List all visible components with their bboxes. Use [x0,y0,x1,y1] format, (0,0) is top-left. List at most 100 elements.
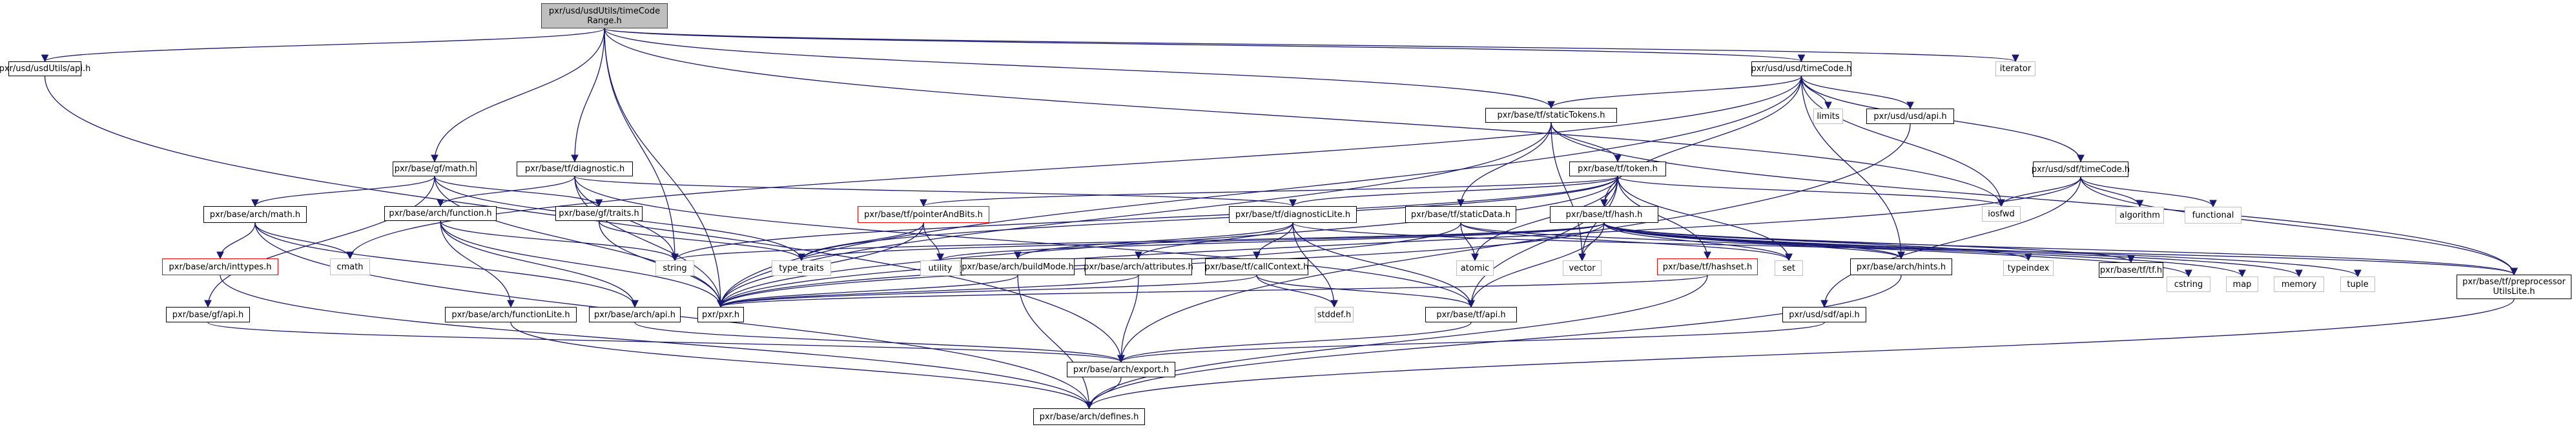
system-header-node: set [1775,260,1803,276]
header-node[interactable]: pxr/base/tf/diagnosticLite.h [1229,206,1357,223]
header-node[interactable]: pxr/base/tf/hashset.h [1657,258,1758,275]
header-node[interactable]: pxr/base/gf/traits.h [555,206,643,221]
edge-n28-to-n46 [1256,275,1475,308]
edge-n8-to-n46 [574,176,1475,308]
header-node[interactable]: pxr/base/arch/inttypes.h [162,258,278,275]
edge-n0-to-n1 [41,28,605,63]
system-header-node: atomic [1456,260,1494,276]
system-header-node: utility [920,260,960,276]
header-node[interactable]: pxr/base/tf/staticTokens.h [1485,108,1617,123]
system-header-node: memory [2274,277,2324,292]
system-header-node: limits [1813,109,1843,124]
header-node[interactable]: pxr/base/tf/pointerAndBits.h [858,206,989,223]
header-node[interactable]: pxr/base/arch/function.h [384,206,497,221]
edge-n8-to-n44 [574,176,725,308]
header-node[interactable]: pxr/base/arch/hints.h [1850,258,1952,275]
edge-n46-to-n48 [1117,322,1472,363]
edge-n0-to-n7 [431,28,605,163]
header-node[interactable]: pxr/base/tf/tf.h [2099,262,2163,278]
header-node[interactable]: pxr/base/arch/export.h [1067,362,1175,377]
system-header-node: vector [1563,260,1602,276]
header-node[interactable]: pxr/base/tf/preprocessor UtilsLite.h [2457,275,2571,299]
edge-n14-to-n24 [798,222,924,262]
system-header-node: iosfwd [1982,206,2021,222]
system-header-node: iterator [1995,61,2035,76]
edge-n7-to-n11 [251,176,435,207]
system-header-node: string [655,260,694,276]
system-header-node: map [2226,277,2258,292]
header-node[interactable]: pxr/base/tf/diagnostic.h [517,162,633,176]
header-node[interactable]: pxr/base/gf/math.h [393,162,477,176]
edge-n28-to-n45 [1256,275,1338,308]
edge-n6-to-n48 [1117,123,1911,363]
edge-n10-to-n20 [2080,176,2217,208]
header-node[interactable]: pxr/usd/sdf/api.h [1782,307,1866,322]
header-node[interactable]: pxr/usd/usd/timeCode.h [1751,61,1852,76]
edge-n9-to-n44 [717,176,1618,308]
edge-n17-to-n25 [936,222,1605,262]
edge-n11-to-n21 [216,222,256,260]
edge-n28-to-n44 [717,275,1257,308]
system-header-node: stddef.h [1315,307,1354,322]
header-node[interactable]: pxr/base/tf/token.h [1569,162,1666,176]
edge-n17-to-n24 [798,222,1605,262]
edge-n9-to-n14 [920,176,1618,207]
edge-n10-to-n40 [2080,176,2518,276]
edge-n2-to-n33 [1800,76,1905,260]
edge-n0-to-n4 [604,28,1555,109]
header-node[interactable]: pxr/usd/usd/api.h [1866,109,1954,124]
header-node[interactable]: pxr/usd/usdUtils/api.h [0,61,90,76]
edge-n11-to-n22 [254,222,354,260]
header-node[interactable]: pxr/base/arch/math.h [203,206,307,223]
edge-n43-to-n48 [634,322,1125,363]
system-header-node: functional [2185,207,2241,224]
header-node[interactable]: pxr/pxr.h [697,307,744,322]
header-node[interactable]: pxr/base/tf/callContext.h [1205,258,1308,275]
edge-n12-to-n23 [440,220,679,262]
edge-n7-to-n44 [434,176,725,308]
edge-n10-to-n47 [1820,176,2081,308]
system-header-node: typeindex [2003,260,2054,276]
edge-n9-to-n46 [1467,176,1618,308]
edge-n7-to-n41 [204,176,435,308]
header-node[interactable]: pxr/base/tf/hash.h [1550,206,1658,223]
header-node[interactable]: pxr/base/tf/api.h [1425,307,1517,322]
system-header-node: algorithm [2116,207,2164,224]
edge-n42-to-n49 [510,322,1093,410]
edge-n4-to-n9 [1551,122,1622,163]
system-header-node: cmath [330,258,370,275]
edge-n4-to-n40 [1551,122,2518,276]
edge-n2-to-n6 [1800,76,1914,110]
header-node[interactable]: pxr/base/arch/buildMode.h [961,258,1075,275]
root-node: pxr/usd/usdUtils/timeCode Range.h [541,3,668,28]
system-header-node: type_traits [772,260,831,276]
edge-n27-to-n44 [717,275,1139,308]
edge-n2-to-n18 [1800,76,2005,207]
edge-n12-to-n44 [440,220,725,308]
system-header-node: tuple [2340,277,2375,292]
edge-n0-to-n2 [604,28,1805,63]
edge-n2-to-n4 [1547,76,1802,109]
edge-n26-to-n49 [1017,275,1093,410]
header-node[interactable]: pxr/base/arch/api.h [589,307,681,322]
edge-n13-to-n24 [598,220,805,262]
header-node[interactable]: pxr/base/arch/functionLite.h [445,307,577,322]
edge-n15-to-n27 [1135,222,1293,260]
edge-n41-to-n48 [207,322,1125,363]
edge-n16-to-n32 [1460,222,1793,262]
edge-n12-to-n43 [440,220,639,308]
edge-n0-to-n18 [604,28,2005,207]
header-node[interactable]: pxr/base/tf/staticData.h [1405,206,1516,223]
edge-n4-to-n16 [1457,122,1552,207]
header-node[interactable]: pxr/usd/sdf/timeCode.h [2032,162,2130,177]
header-node[interactable]: pxr/base/gf/api.h [166,307,250,322]
edge-n10-to-n19 [2080,176,2144,208]
edge-n9-to-n24 [798,176,1618,262]
edge-n17-to-n37 [1603,222,2246,278]
edge-n0-to-n44 [604,28,725,308]
edge-n15-to-n45 [1292,222,1338,308]
edge-n31-to-n49 [1085,275,1708,410]
header-node[interactable]: pxr/base/arch/defines.h [1033,408,1145,425]
header-node[interactable]: pxr/base/arch/attributes.h [1084,258,1193,275]
